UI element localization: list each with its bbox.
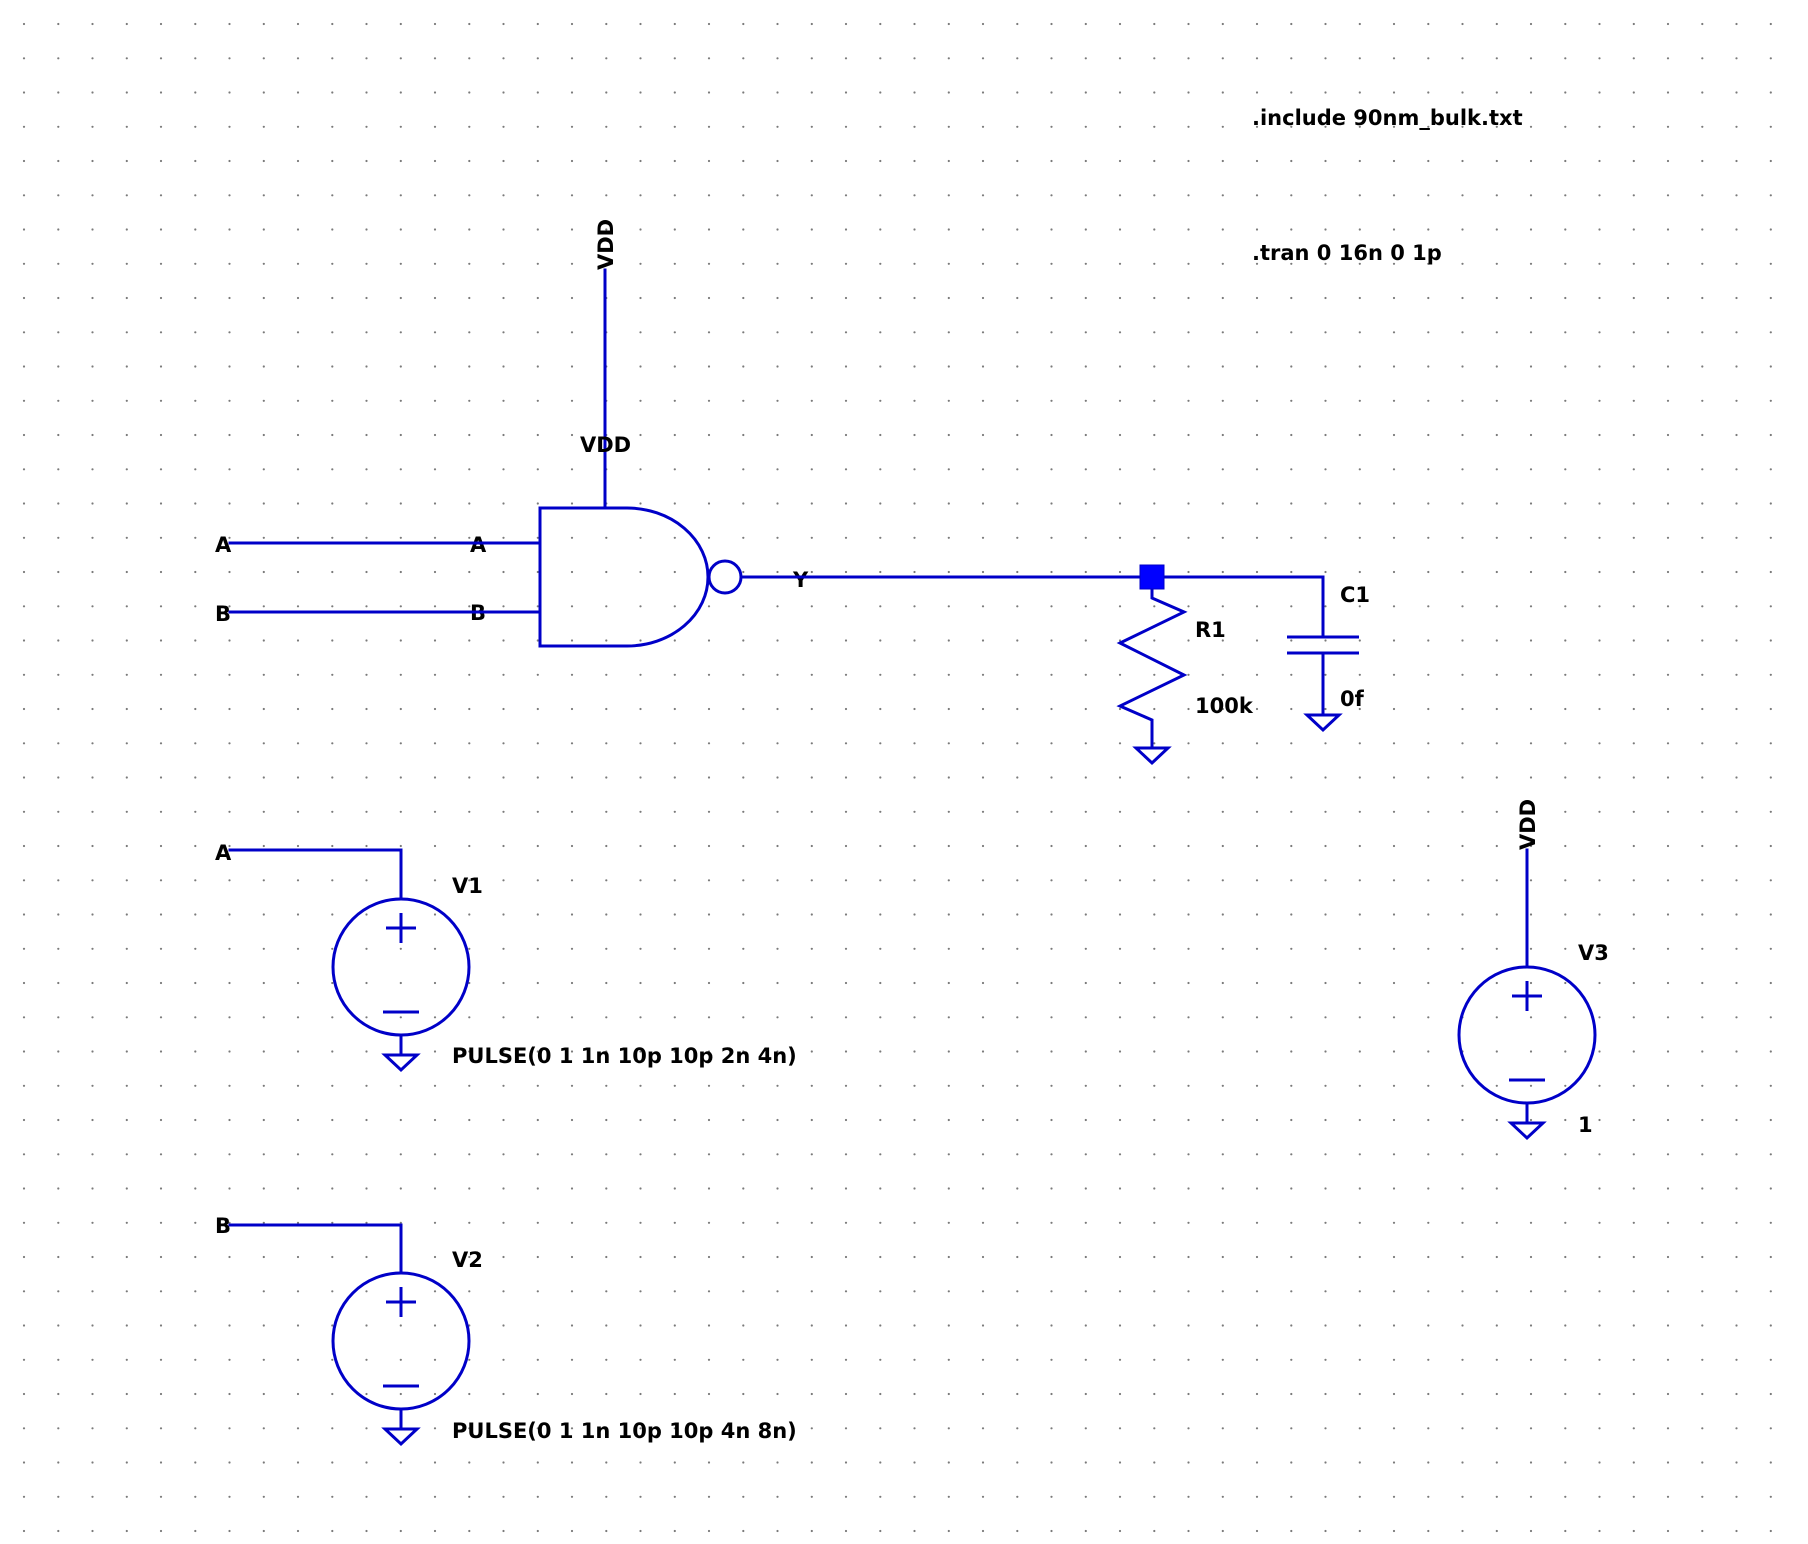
capacitor-c1[interactable]: C1 0f xyxy=(1287,583,1370,733)
tran-directive[interactable]: .tran 0 16n 0 1p xyxy=(1252,241,1442,265)
v1-name: V1 xyxy=(452,874,483,898)
v1-value: PULSE(0 1 1n 10p 10p 2n 4n) xyxy=(452,1044,797,1068)
v1-ground-icon xyxy=(381,1053,421,1073)
gate-pin-y-label: Y xyxy=(792,568,809,592)
r1-name: R1 xyxy=(1195,618,1226,642)
net-label-a-in: A xyxy=(215,533,232,557)
resistor-r1[interactable]: R1 100k xyxy=(1116,589,1254,766)
voltage-source-v3[interactable]: VDD V3 1 xyxy=(1457,799,1609,1141)
voltage-source-v2[interactable]: B V2 PULSE(0 1 1n 10p 10p 4n 8n) xyxy=(215,1214,797,1447)
v2-ground-icon xyxy=(381,1427,421,1447)
nand-gate-bubble xyxy=(707,559,743,595)
gate-vdd-pin-label: VDD xyxy=(580,433,631,457)
v3-value: 1 xyxy=(1578,1113,1593,1137)
voltage-source-v1[interactable]: A V1 PULSE(0 1 1n 10p 10p 2n 4n) xyxy=(215,841,797,1073)
c1-ground-icon xyxy=(1303,713,1343,733)
v2-name: V2 xyxy=(452,1248,483,1272)
net-label-b-in: B xyxy=(215,602,231,626)
r1-value: 100k xyxy=(1195,694,1254,718)
net-label-vdd-v3: VDD xyxy=(1516,799,1540,850)
net-label-a-v1: A xyxy=(215,841,232,865)
v3-name: V3 xyxy=(1578,941,1609,965)
net-label-b-v2: B xyxy=(215,1214,231,1238)
c1-name: C1 xyxy=(1340,583,1370,607)
nand-gate[interactable]: VDD A B Y xyxy=(470,433,809,648)
vdd-net-top[interactable]: VDD xyxy=(594,219,618,510)
gate-pin-a-label: A xyxy=(470,533,487,557)
vdd-net-label-top: VDD xyxy=(594,219,618,270)
c1-value: 0f xyxy=(1340,687,1365,711)
v2-value: PULSE(0 1 1n 10p 10p 4n 8n) xyxy=(452,1419,797,1443)
nand-gate-body[interactable] xyxy=(538,506,710,648)
r1-ground-icon xyxy=(1132,746,1172,766)
include-directive[interactable]: .include 90nm_bulk.txt xyxy=(1252,106,1523,130)
junction-node[interactable] xyxy=(1139,564,1165,590)
grid-dots xyxy=(22,22,1772,1533)
r1-zigzag[interactable] xyxy=(1116,589,1188,730)
v3-ground-icon xyxy=(1507,1121,1547,1141)
